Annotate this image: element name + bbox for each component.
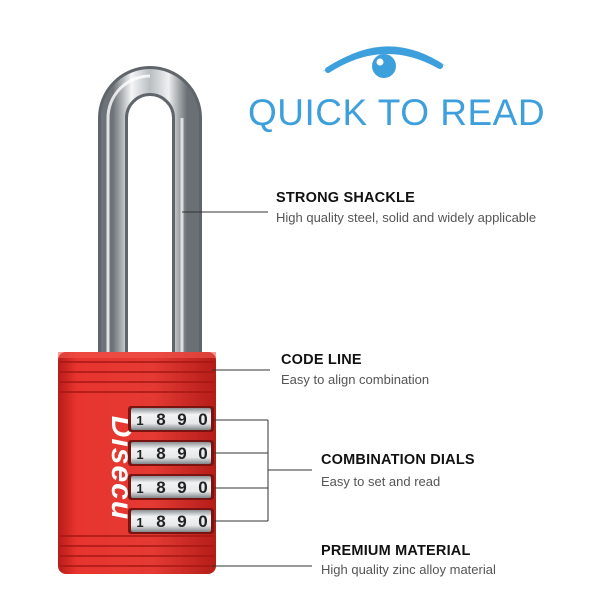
brand-logo: Disecu	[105, 416, 138, 520]
dial-digit: 0	[198, 512, 207, 531]
lock-shackle	[98, 66, 202, 360]
dial-digit: 9	[177, 444, 186, 463]
callout-lines	[182, 211, 312, 567]
feature-desc-material: High quality zinc alloy material	[321, 562, 496, 577]
dial-digit: 0	[198, 478, 207, 497]
dial-digit: 9	[177, 478, 186, 497]
feature-desc-dials: Easy to set and read	[321, 474, 441, 489]
dial-digit: 1	[136, 481, 143, 496]
dial-digit: 8	[156, 410, 165, 429]
dial-digit: 9	[177, 410, 186, 429]
feature-desc-shackle: High quality steel, solid and widely app…	[276, 210, 537, 225]
feature-title-code-line: CODE LINE	[281, 352, 362, 368]
dial-digit: 8	[156, 512, 165, 531]
dial-digit: 8	[156, 444, 165, 463]
feature-title-dials: COMBINATION DIALS	[321, 452, 475, 468]
dial-digit: 0	[198, 410, 207, 429]
dial-digit: 8	[156, 478, 165, 497]
feature-title-shackle: STRONG SHACKLE	[276, 190, 415, 206]
dial-digit: 0	[198, 444, 207, 463]
headline: QUICK TO READ	[248, 92, 546, 133]
dial-digit: 1	[136, 413, 143, 428]
dial-digit: 1	[136, 515, 143, 530]
dial-digit: 9	[177, 512, 186, 531]
eye-icon	[322, 46, 446, 78]
feature-title-material: PREMIUM MATERIAL	[321, 543, 471, 559]
feature-desc-code-line: Easy to align combination	[281, 372, 430, 387]
dial-digit: 1	[136, 447, 143, 462]
